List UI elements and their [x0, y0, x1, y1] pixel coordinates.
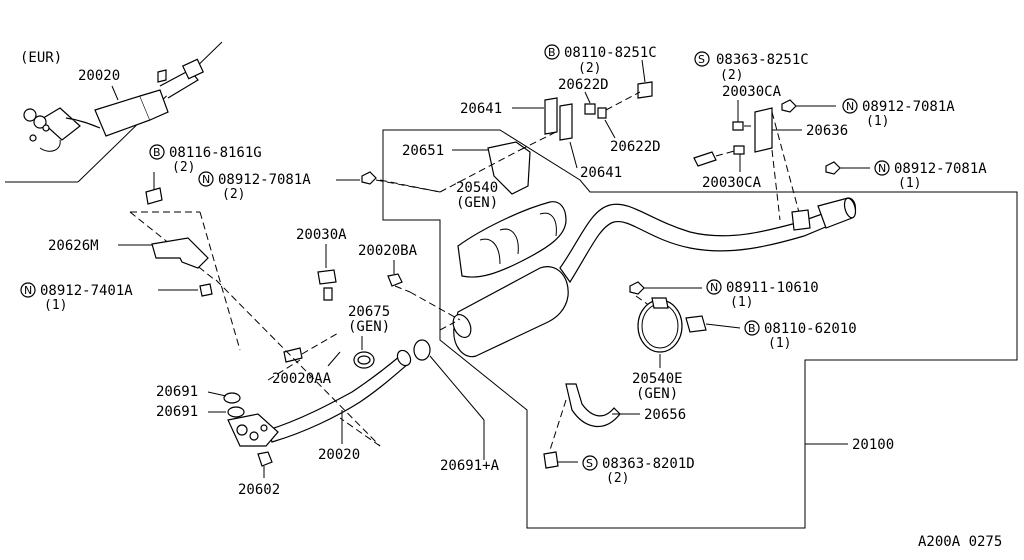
prefix-n-icon: N — [710, 281, 718, 294]
label-20691-plus-a: 20691+A — [440, 458, 500, 474]
label-20641-top: 20641 — [460, 101, 502, 117]
qty-08912-7081a-top: (1) — [866, 114, 889, 129]
prefix-n-icon: N — [878, 162, 886, 175]
bracket-cluster-top: B 08110-8251C (2) 20622D 20641 20622D 20… — [379, 44, 661, 195]
main-muffler — [409, 266, 569, 358]
qty-08912-7081a-left: (2) — [222, 187, 245, 202]
qty-08912-7081a-right: (1) — [898, 176, 921, 191]
nut-20602 — [257, 451, 273, 467]
label-20641-mid: 20641 — [580, 165, 622, 181]
label-08110-8251c: 08110-8251C — [564, 45, 657, 61]
label-20626m: 20626M — [48, 238, 99, 254]
label-20020ba: 20020BA — [358, 243, 418, 259]
label-08912-7081a-right: 08912-7081A — [894, 161, 987, 177]
label-20100: 20100 — [852, 437, 894, 453]
heat-shield-20540: 20540 (GEN) — [456, 180, 567, 278]
hanger-20656: 20656 S 08363-8201D (2) — [543, 383, 695, 486]
label-08912-7081a-top: 08912-7081A — [862, 99, 955, 115]
qty-08912-7401a: (1) — [44, 298, 67, 313]
label-20675: 20675 — [348, 304, 390, 320]
prefix-b-icon: B — [153, 146, 161, 159]
label-20651: 20651 — [402, 143, 444, 159]
label-20030ca-top: 20030CA — [722, 84, 782, 100]
label-20030ca-mid: 20030CA — [702, 175, 762, 191]
eur-region-label: (EUR) — [20, 50, 62, 66]
label-08911-10610: 08911-10610 — [726, 280, 819, 296]
label-08363-8201d: 08363-8201D — [602, 456, 695, 472]
qty-08110-8251c: (2) — [578, 61, 601, 76]
eur-inset: (EUR) 20020 — [5, 41, 223, 183]
label-20540e: 20540E — [632, 371, 683, 387]
prefix-b-icon: B — [548, 46, 556, 59]
label-08912-7081a-left: 08912-7081A — [218, 172, 311, 188]
label-20691-b: 20691 — [156, 404, 198, 420]
qty-08911-10610: (1) — [730, 295, 753, 310]
label-20020-eur: 20020 — [78, 68, 120, 84]
qty-08110-62010: (1) — [768, 336, 791, 351]
label-20602: 20602 — [238, 482, 280, 498]
qty-08363-8201d: (2) — [606, 471, 629, 486]
label-20020aa: 20020AA — [272, 371, 332, 387]
label-20540: 20540 — [456, 180, 498, 196]
label-20540e-gen: (GEN) — [636, 386, 678, 402]
label-20675-gen: (GEN) — [348, 319, 390, 335]
label-20020-main: 20020 — [318, 447, 360, 463]
left-cluster: B 08116-8161G (2) N 08912-7081A (2) 2062… — [20, 144, 441, 351]
qty-08116-8161g: (2) — [172, 160, 195, 175]
tail-pipe — [559, 197, 857, 284]
center-cluster: 20030A 20020BA 20675 (GEN) 20020AA — [272, 227, 418, 387]
prefix-n-icon: N — [202, 173, 210, 186]
eur-front-pipe — [23, 58, 205, 152]
label-20636: 20636 — [806, 123, 848, 139]
prefix-n-icon: N — [24, 284, 32, 297]
label-20622d-mid: 20622D — [610, 139, 661, 155]
clamp-cluster: N 08911-10610 (1) B 08110-62010 (1) 2054… — [629, 279, 857, 402]
qty-08363-8251c: (2) — [720, 68, 743, 83]
prefix-n-icon: N — [846, 100, 854, 113]
prefix-s-icon: S — [698, 53, 705, 66]
bracket-cluster-right: S 08363-8251C (2) 20030CA N 08912-7081A … — [693, 51, 987, 221]
prefix-s-icon: S — [586, 457, 593, 470]
label-20030a: 20030A — [296, 227, 347, 243]
gasket-20691a — [413, 339, 431, 361]
label-20691-a: 20691 — [156, 384, 198, 400]
front-pipe-20020 — [215, 279, 412, 447]
label-08110-62010: 08110-62010 — [764, 321, 857, 337]
label-20540-gen: (GEN) — [456, 195, 498, 211]
label-20656: 20656 — [644, 407, 686, 423]
label-08912-7401a: 08912-7401A — [40, 283, 133, 299]
label-08363-8251c: 08363-8251C — [716, 52, 809, 68]
label-20622d-top: 20622D — [558, 77, 609, 93]
diagram-code: A200A 0275 — [918, 534, 1002, 550]
prefix-b-icon: B — [748, 322, 756, 335]
label-08116-8161g: 08116-8161G — [169, 145, 262, 161]
